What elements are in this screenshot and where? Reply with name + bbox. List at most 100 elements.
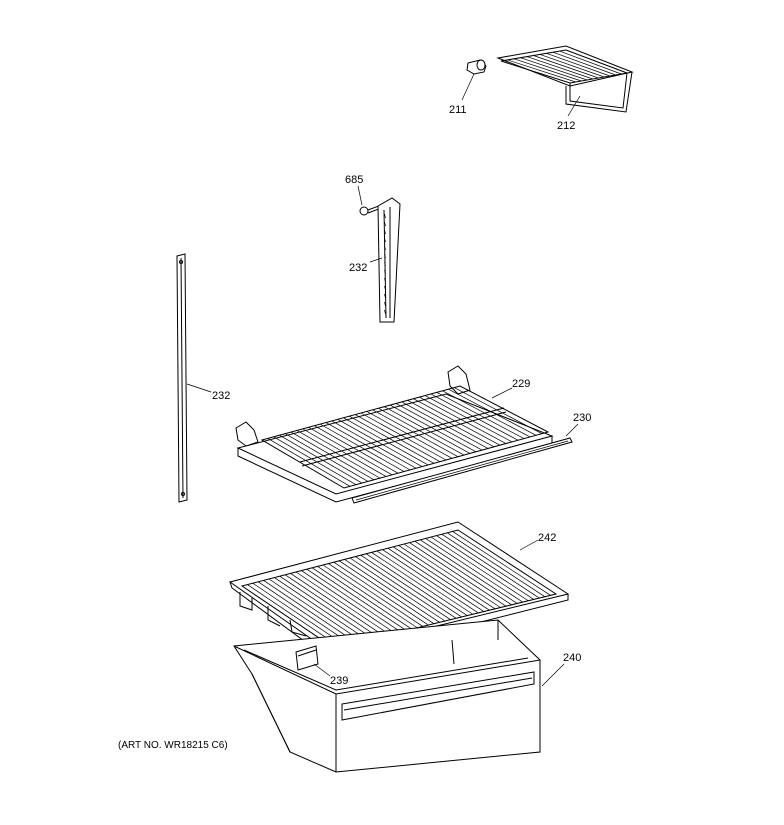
cover-rib — [328, 563, 423, 627]
part-242-cover — [228, 521, 570, 661]
callout-232-left: 232 — [212, 390, 230, 402]
shelf-wire — [539, 54, 605, 78]
rail-slot — [384, 221, 386, 227]
shelf-wire — [454, 387, 543, 434]
cover-rib — [317, 566, 412, 630]
part-212-wire-shelf — [496, 45, 634, 113]
callout-685: 685 — [345, 174, 363, 186]
shelf-wire — [267, 438, 351, 487]
rail-slot — [384, 309, 386, 315]
shelf-wire — [302, 428, 387, 477]
rail-slot — [384, 269, 386, 275]
shelf-wire — [366, 411, 453, 459]
cover-rib — [285, 574, 379, 638]
cover-rib — [333, 561, 429, 626]
callout-229: 229 — [512, 378, 530, 390]
part-240-drawer — [233, 619, 541, 773]
part-232-rail-right — [377, 197, 401, 323]
cover-rib — [414, 540, 512, 606]
leader-230 — [565, 423, 579, 437]
callout-239: 239 — [330, 675, 348, 687]
shelf-wire — [401, 401, 489, 449]
shelf-wire — [337, 419, 423, 467]
shelf-wire — [520, 57, 588, 81]
shelf-wire — [384, 406, 471, 454]
cover-rib — [339, 560, 435, 624]
rail-slot — [384, 237, 386, 243]
shelf-wire — [419, 396, 507, 444]
cover-rib — [312, 567, 407, 631]
cover-rib — [452, 531, 551, 596]
shelf-wire — [448, 388, 537, 436]
shelf-wire — [331, 420, 417, 469]
shelf-wire — [526, 56, 593, 80]
cover-rib — [436, 535, 534, 600]
leader-239 — [313, 663, 331, 677]
cover-rib — [447, 532, 546, 597]
callout-212: 212 — [557, 120, 575, 132]
shelf-wire — [314, 425, 399, 474]
shelf-wire — [546, 52, 611, 77]
cover-rib — [376, 550, 473, 615]
leader-232-left — [186, 383, 212, 393]
rail-slot — [384, 261, 386, 267]
leader-240 — [541, 663, 565, 687]
cover-rib — [398, 545, 496, 610]
cover-rib — [409, 542, 507, 607]
cover-rib — [295, 571, 390, 635]
cover-rib — [301, 570, 396, 634]
shelf-wire — [430, 393, 519, 441]
callout-242: 242 — [538, 532, 556, 544]
cover-rib — [425, 538, 523, 603]
part-229-wire-shelf — [235, 365, 554, 503]
shelf-wire — [559, 50, 622, 75]
shelf-wire — [424, 395, 513, 443]
shelf-wire — [325, 422, 411, 471]
shelf-wire — [285, 433, 369, 482]
cover-rib — [393, 546, 490, 611]
rail-slot — [384, 301, 386, 307]
cover-rib — [382, 549, 479, 614]
shelf-wire — [355, 414, 441, 462]
part-211-clip — [466, 59, 487, 75]
shelf-wire — [513, 58, 582, 82]
cover-rib — [306, 568, 401, 633]
rail-slot — [384, 213, 386, 219]
rail-slot — [384, 229, 386, 235]
shelf-wire — [442, 390, 531, 438]
shelf-wire — [389, 404, 477, 453]
shelf-wire — [507, 59, 576, 83]
cover-rib — [258, 581, 351, 645]
shelf-wire — [533, 55, 599, 79]
shelf-wire — [413, 398, 501, 446]
shelf-wire — [296, 430, 381, 479]
part-239-bracket — [295, 645, 319, 671]
cover-rib — [371, 552, 468, 616]
cover-rib — [322, 564, 418, 629]
rail-slot — [384, 277, 386, 283]
art-number: (ART NO. WR18215 C6) — [118, 740, 228, 751]
cover-rib — [344, 559, 440, 623]
leader-211 — [461, 73, 475, 101]
callout-230: 230 — [573, 412, 591, 424]
cover-rib — [403, 543, 501, 608]
shelf-wire — [343, 417, 429, 466]
cover-rib — [263, 580, 357, 643]
shelf-wire — [273, 436, 357, 486]
cover-rib — [420, 539, 518, 604]
shelf-wire — [308, 426, 393, 476]
shelf-wire — [360, 412, 447, 461]
shelf-wire — [436, 392, 525, 439]
callout-240: 240 — [563, 652, 581, 664]
callout-211: 211 — [449, 104, 467, 116]
leader-685 — [357, 185, 363, 206]
leader-212 — [567, 95, 581, 117]
shelf-wire — [320, 423, 405, 472]
shelf-wire — [279, 434, 363, 484]
shelf-wire — [395, 403, 483, 451]
cover-rib — [360, 554, 457, 619]
rail-slot — [384, 253, 386, 259]
callout-232-right: 232 — [349, 262, 367, 274]
